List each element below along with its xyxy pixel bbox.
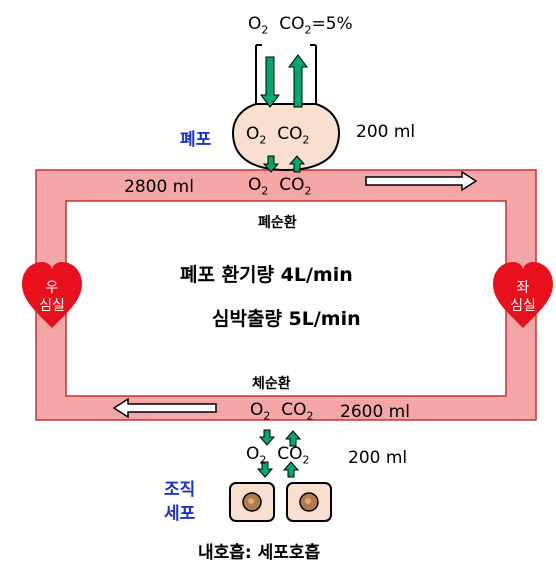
cardiac-output: 심박출량 5L/min xyxy=(212,308,361,330)
ventilation-rate: 폐포 환기량 4L/min xyxy=(180,264,353,286)
tissue-gas-label: O2 CO2 xyxy=(246,444,310,467)
co2-to-blood-arrow-2 xyxy=(282,461,300,478)
co2-outflow-arrow xyxy=(288,54,308,108)
o2-to-tissue-arrow-1 xyxy=(258,429,276,446)
o2-to-tissue-arrow-2 xyxy=(256,461,274,478)
internal-respiration-caption: 내호흡: 세포호흡 xyxy=(198,543,321,563)
lung-blood-arrows xyxy=(262,155,306,173)
atmosphere-gas-label: O2 CO2=5% xyxy=(248,14,353,37)
tissue-volume: 200 ml xyxy=(348,448,408,468)
lung-volume: 200 ml xyxy=(356,122,416,142)
pulmonary-volume: 2800 ml xyxy=(124,177,194,197)
o2-to-blood-arrow xyxy=(262,155,280,173)
left-ventricle-heart xyxy=(493,262,553,328)
pulmonary-circulation-label: 폐순환 xyxy=(258,215,297,231)
systemic-volume: 2600 ml xyxy=(340,402,410,422)
lung-gas-label: O2 CO2 xyxy=(246,124,310,147)
tissue-cells xyxy=(229,482,332,522)
systemic-gas-label: O2 CO2 xyxy=(250,400,314,423)
lung-label: 폐포 xyxy=(180,130,212,150)
pulmonary-gas-label: O2 CO2 xyxy=(248,175,312,198)
systemic-flow-arrow xyxy=(112,397,217,419)
tissue-exchange-arrows xyxy=(256,429,302,478)
systemic-circulation-label: 체순환 xyxy=(252,376,291,392)
right-ventricle-heart xyxy=(22,262,82,328)
circulation-loop xyxy=(35,169,537,421)
pulmonary-flow-arrow xyxy=(365,170,478,192)
airway xyxy=(255,44,317,110)
lung-alveolus xyxy=(232,103,340,172)
o2-inflow-arrow xyxy=(260,56,280,108)
co2-to-lung-arrow xyxy=(288,155,306,173)
co2-to-blood-arrow-1 xyxy=(284,430,302,447)
airway-arrows xyxy=(260,54,308,108)
